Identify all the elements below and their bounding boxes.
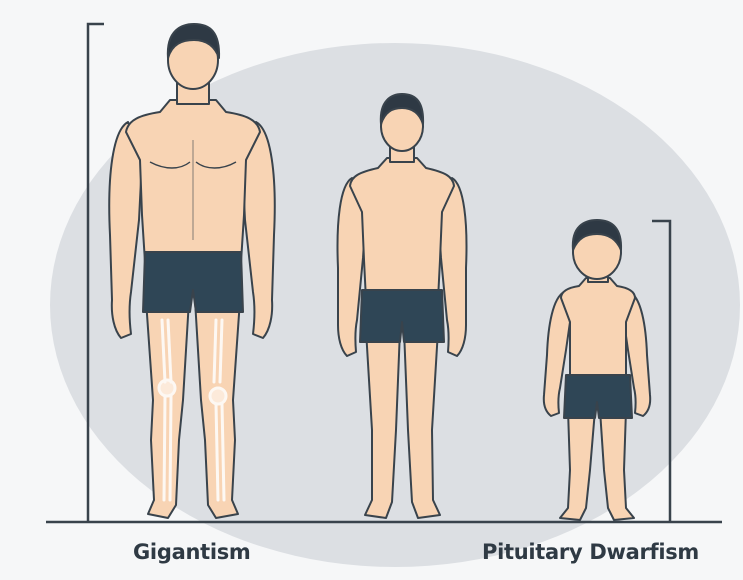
pituitary-dwarfism-label: Pituitary Dwarfism [482, 540, 699, 564]
gigantism-label: Gigantism [133, 540, 251, 564]
